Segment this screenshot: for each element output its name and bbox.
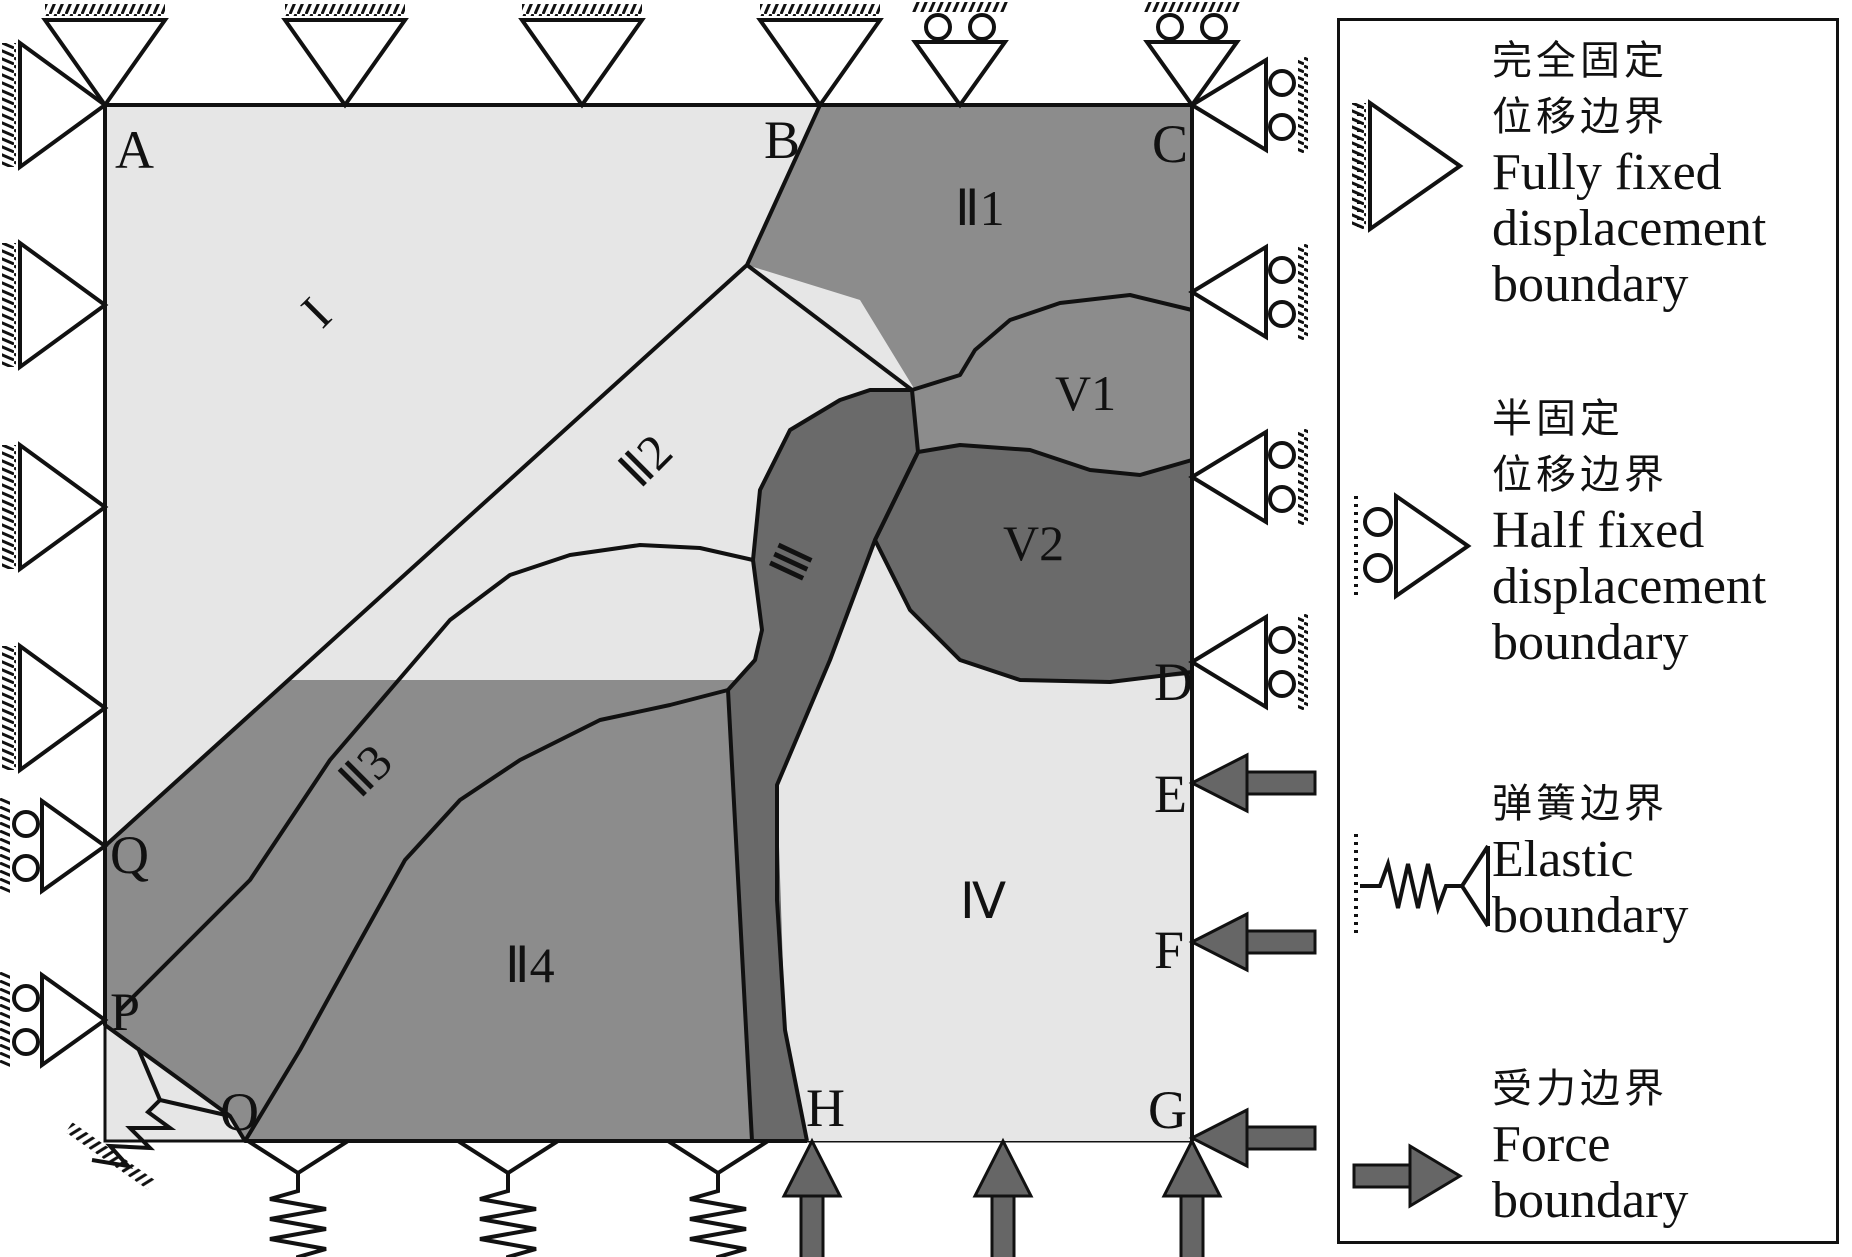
legend-fully-fixed-en1: Fully fixed: [1492, 144, 1722, 201]
region-v2-zone: [875, 445, 1192, 682]
force-arrow-icon: [1161, 1137, 1223, 1257]
fixed-support-icon: [2, 239, 109, 371]
fixed-support-icon: [2, 441, 109, 573]
legend-fully-fixed-en3: boundary: [1492, 256, 1689, 313]
legend-box: 完全固定 位移边界 Fully fixed displacement bound…: [1337, 18, 1839, 1244]
fixed-support-icon: [2, 642, 109, 774]
legend-half-fixed-zh2: 位移边界: [1492, 452, 1668, 498]
right-half-fixed-supports: [1188, 56, 1308, 711]
right-force-arrows: [1188, 752, 1317, 1169]
fixed-support-icon: [1352, 99, 1464, 233]
legend-item-elastic: 弹簧边界 Elastic boundary: [1340, 776, 1836, 956]
force-arrow-icon: [972, 1137, 1034, 1257]
legend-elastic-en2: boundary: [1492, 887, 1689, 944]
force-arrow-icon: [1188, 911, 1317, 973]
legend-fully-fixed-zh1: 完全固定: [1492, 38, 1668, 84]
legend-half-fixed-en2: displacement: [1492, 558, 1767, 615]
spring-support-icon: [666, 1139, 770, 1257]
roller-support-icon: [1354, 492, 1472, 600]
roller-support-icon: [1188, 613, 1308, 711]
roller-support-icon: [1188, 428, 1308, 526]
point-label-g: G: [1148, 1080, 1187, 1140]
point-label-p: P: [110, 982, 140, 1042]
legend-elastic-zh1: 弹簧边界: [1492, 781, 1668, 827]
spring-support-icon: [1354, 834, 1490, 936]
legend-item-half-fixed: 半固定 位移边界 Half fixed displacement boundar…: [1340, 391, 1836, 681]
roller-support-icon: [1188, 243, 1308, 341]
region-label-iv: Ⅳ: [960, 873, 1006, 929]
legend-elastic-en1: Elastic: [1492, 831, 1634, 888]
fixed-support-icon: [281, 4, 409, 109]
point-label-o: O: [220, 1082, 259, 1142]
region-ii-zone: [105, 105, 1192, 1141]
legend-half-fixed-en3: boundary: [1492, 614, 1689, 671]
legend-fully-fixed-zh2: 位移边界: [1492, 94, 1668, 140]
roller-support-icon: [1188, 56, 1308, 154]
top-half-fixed-supports: [911, 2, 1241, 109]
top-fixed-supports: [41, 4, 884, 109]
fixed-support-icon: [518, 4, 646, 109]
force-arrow-icon: [1188, 1107, 1317, 1169]
roller-support-icon: [0, 797, 109, 895]
region-label-v2: V2: [1003, 515, 1064, 571]
bottom-elastic-supports: [246, 1139, 770, 1257]
corner-spring-support-icon: [65, 1047, 231, 1190]
roller-support-icon: [1143, 2, 1241, 109]
point-label-c: C: [1152, 114, 1188, 174]
roller-support-icon: [0, 971, 109, 1069]
left-half-fixed-supports: [0, 797, 109, 1069]
region-iv-zone: [777, 540, 1192, 1141]
spring-support-icon: [246, 1139, 350, 1257]
point-label-f: F: [1154, 920, 1184, 980]
point-label-q: Q: [110, 825, 149, 885]
point-label-d: D: [1154, 652, 1193, 712]
region-v1-zone: [912, 295, 1192, 475]
fixed-support-icon: [2, 39, 109, 171]
legend-force-en1: Force: [1492, 1116, 1611, 1173]
force-arrow-icon: [1352, 1143, 1463, 1209]
point-label-a: A: [115, 120, 154, 180]
region-label-ii1: Ⅱ1: [955, 180, 1005, 236]
legend-force-zh1: 受力边界: [1492, 1066, 1668, 1112]
roller-support-icon: [911, 2, 1009, 109]
legend-fully-fixed-en2: displacement: [1492, 200, 1767, 257]
spring-support-icon: [456, 1139, 560, 1257]
bottom-force-arrows: [781, 1137, 1223, 1257]
legend-item-force: 受力边界 Force boundary: [1340, 1061, 1836, 1241]
legend-half-fixed-zh1: 半固定: [1492, 396, 1624, 442]
force-arrow-icon: [781, 1137, 843, 1257]
fixed-support-icon: [41, 4, 169, 109]
point-label-e: E: [1154, 764, 1187, 824]
left-fixed-supports: [2, 39, 109, 774]
region-label-ii4: Ⅱ4: [505, 937, 555, 993]
fixed-support-icon: [756, 4, 884, 109]
force-arrow-icon: [1188, 752, 1317, 814]
legend-half-fixed-en1: Half fixed: [1492, 502, 1705, 559]
legend-item-fully-fixed: 完全固定 位移边界 Fully fixed displacement bound…: [1340, 33, 1836, 323]
boundary-diagram: I Ⅱ1 Ⅱ2 Ⅱ3 Ⅱ4 Ⅲ Ⅳ V1 V2 A B C D E F G H …: [0, 2, 1317, 1257]
region-label-v1: V1: [1055, 365, 1116, 421]
point-label-h: H: [806, 1078, 845, 1138]
region-iii-zone: [728, 390, 918, 1141]
point-label-b: B: [764, 110, 800, 170]
legend-force-en2: boundary: [1492, 1172, 1689, 1229]
